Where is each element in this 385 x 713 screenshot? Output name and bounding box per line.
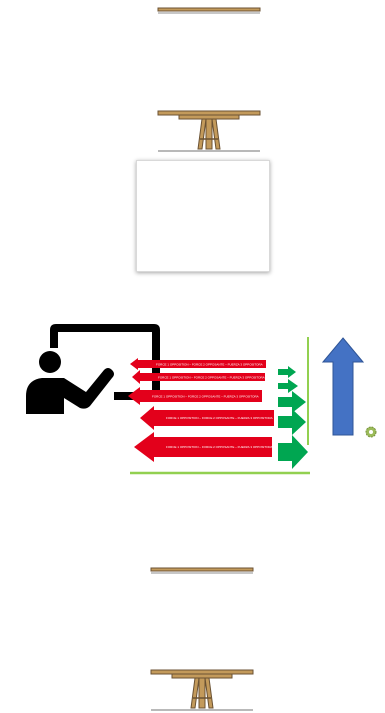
gear-icon [364, 425, 378, 439]
svg-text:FORCE 1 OPPOSITION – FORCE 2 O: FORCE 1 OPPOSITION – FORCE 2 OPPOSANTE –… [158, 376, 265, 380]
opposing-arrow: FORCE 1 OPPOSITION – FORCE 2 OPPOSANTE –… [128, 387, 262, 405]
table-top-icon [150, 567, 254, 575]
force-field-diagram: FORCE 1 OPPOSITION – FORCE 2 OPPOSANTE –… [126, 335, 312, 477]
svg-text:FORCE 1 OPPOSITION – FORCE 2 O: FORCE 1 OPPOSITION – FORCE 2 OPPOSANTE –… [166, 416, 273, 420]
opposing-arrow: FORCE 1 OPPOSITION – FORCE 2 OPPOSANTE –… [132, 370, 265, 384]
opposing-arrow: FORCE 1 OPPOSITION – FORCE 2 OPPOSANTE –… [134, 432, 273, 462]
supporting-arrow [278, 409, 306, 435]
table-stool-icon [157, 109, 261, 153]
supporting-arrow [278, 379, 298, 393]
supporting-arrow [278, 435, 308, 469]
svg-text:FORCE 1 OPPOSITION – FORCE 2 O: FORCE 1 OPPOSITION – FORCE 2 OPPOSANTE –… [156, 363, 263, 367]
opposing-arrow: FORCE 1 OPPOSITION – FORCE 2 OPPOSANTE –… [130, 358, 266, 370]
svg-text:FORCE 1 OPPOSITION – FORCE 2 O: FORCE 1 OPPOSITION – FORCE 2 OPPOSANTE –… [152, 395, 259, 399]
svg-text:FORCE 1 OPPOSITION – FORCE 2 O: FORCE 1 OPPOSITION – FORCE 2 OPPOSANTE –… [166, 445, 273, 449]
blank-card [136, 160, 270, 272]
supporting-arrow [278, 391, 306, 413]
up-arrow-icon [322, 337, 364, 437]
supporting-arrow [278, 366, 296, 378]
table-stool-icon [150, 668, 254, 712]
table-top-icon [157, 7, 261, 15]
opposing-arrow: FORCE 1 OPPOSITION – FORCE 2 OPPOSANTE –… [140, 406, 274, 430]
